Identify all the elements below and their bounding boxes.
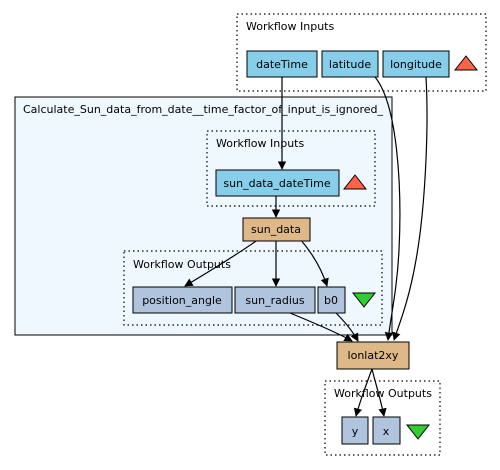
node-y-label: y <box>352 425 359 438</box>
node-position-angle: position_angle <box>132 286 233 314</box>
node-lonlat2xy-label: lonlat2xy <box>348 349 399 362</box>
green-triangle-down-icon <box>351 292 377 308</box>
edge-sun-data-to-position-angle <box>184 238 260 287</box>
edge-lonlat2xy-to-x <box>371 368 387 417</box>
node-sun-radius: sun_radius <box>234 286 316 314</box>
cluster-nested-workflow-outputs: Workflow Outputs <box>123 250 383 326</box>
node-sun-data: sun_data <box>242 217 311 242</box>
cluster-nested-workflow-inputs-label: Workflow Inputs <box>216 137 304 150</box>
edge-latitude-to-lonlat2xy <box>374 76 401 341</box>
node-x: x <box>372 416 401 445</box>
node-lonlat2xy: lonlat2xy <box>336 341 410 370</box>
node-sun-data-datetime: sun_data_dateTime <box>215 169 340 197</box>
cluster-nested-workflow-outputs-label: Workflow Outputs <box>133 258 231 271</box>
node-sun-data-label: sun_data <box>251 223 301 236</box>
node-position-angle-label: position_angle <box>142 294 222 307</box>
cluster-top-workflow-inputs-label: Workflow Inputs <box>246 20 334 33</box>
edge-b0-to-lonlat2xy <box>335 312 359 342</box>
node-datetime-label: dateTime <box>256 58 308 71</box>
edge-sun-data-to-b0 <box>299 238 329 287</box>
node-b0: b0 <box>317 286 346 314</box>
cluster-nested-workflow-label: Calculate_Sun_data_from_date__time_facto… <box>23 103 384 116</box>
red-triangle-up-icon <box>453 55 479 71</box>
cluster-bottom-workflow-outputs-label: Workflow Outputs <box>334 387 432 400</box>
node-longitude-label: longitude <box>390 58 442 71</box>
node-x-label: x <box>383 425 390 438</box>
edges <box>184 76 428 417</box>
red-triangle-up-icon <box>342 174 368 190</box>
node-latitude-label: latitude <box>329 58 371 71</box>
node-sun-radius-label: sun_radius <box>245 294 304 307</box>
edge-sun-radius-to-lonlat2xy <box>289 312 353 342</box>
green-triangle-down-icon <box>405 424 431 440</box>
edge-lonlat2xy-to-y <box>353 368 373 417</box>
node-sun-data-datetime-label: sun_data_dateTime <box>223 177 330 190</box>
node-latitude: latitude <box>321 50 379 78</box>
node-b0-label: b0 <box>324 294 338 307</box>
edge-longitude-to-lonlat2xy <box>392 76 428 341</box>
node-datetime: dateTime <box>246 50 318 78</box>
node-longitude: longitude <box>382 50 450 78</box>
node-y: y <box>341 416 369 445</box>
